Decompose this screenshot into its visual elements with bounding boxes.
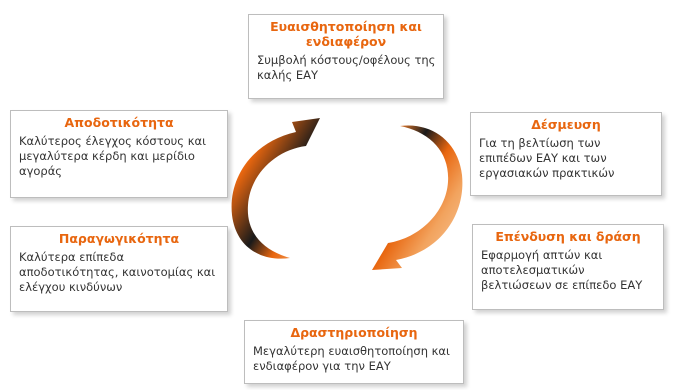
node-right-bottom-desc: Εφαρμογή απτών και αποτελεσματικών βελτι… — [481, 248, 643, 292]
node-left-top: Αποδοτικότητα Καλύτερος έλεγχος κόστους … — [10, 110, 228, 198]
node-right-bottom-title: Επένδυση και δράση — [495, 229, 641, 244]
node-bottom: Δραστηριοποίηση Μεγαλύτερη ευαισθητοποίη… — [244, 320, 464, 384]
lower-arrow — [372, 125, 463, 270]
node-right-top: Δέσμευση Για τη βελτίωση των επιπέδων ΕΑ… — [470, 112, 662, 196]
node-top-title: Ευαισθητοποίηση και ενδιαφέρον — [270, 19, 422, 49]
node-left-top-desc: Καλύτερος έλεγχος κόστους και μεγαλύτερα… — [19, 134, 206, 178]
node-left-top-title: Αποδοτικότητα — [64, 115, 174, 130]
node-top-desc: Συμβολή κόστους/οφέλους της καλής ΕΑΥ — [257, 53, 436, 82]
node-left-bottom: Παραγωγικότητα Καλύτερα επίπεδα αποδοτικ… — [10, 226, 228, 312]
node-bottom-desc: Μεγαλύτερη ευαισθητοποίηση και ενδιαφέρο… — [253, 344, 450, 373]
node-right-top-title: Δέσμευση — [531, 117, 601, 132]
node-bottom-title: Δραστηριοποίηση — [290, 325, 418, 340]
node-right-bottom: Επένδυση και δράση Εφαρμογή απτών και απ… — [472, 224, 664, 310]
node-right-top-desc: Για τη βελτίωση των επιπέδων ΕΑΥ και των… — [479, 136, 615, 180]
upper-arrow — [231, 118, 320, 259]
node-top: Ευαισθητοποίηση και ενδιαφέρον Συμβολή κ… — [248, 14, 444, 99]
node-left-bottom-desc: Καλύτερα επίπεδα αποδοτικότητας, καινοτο… — [19, 250, 216, 294]
node-left-bottom-title: Παραγωγικότητα — [58, 231, 180, 246]
